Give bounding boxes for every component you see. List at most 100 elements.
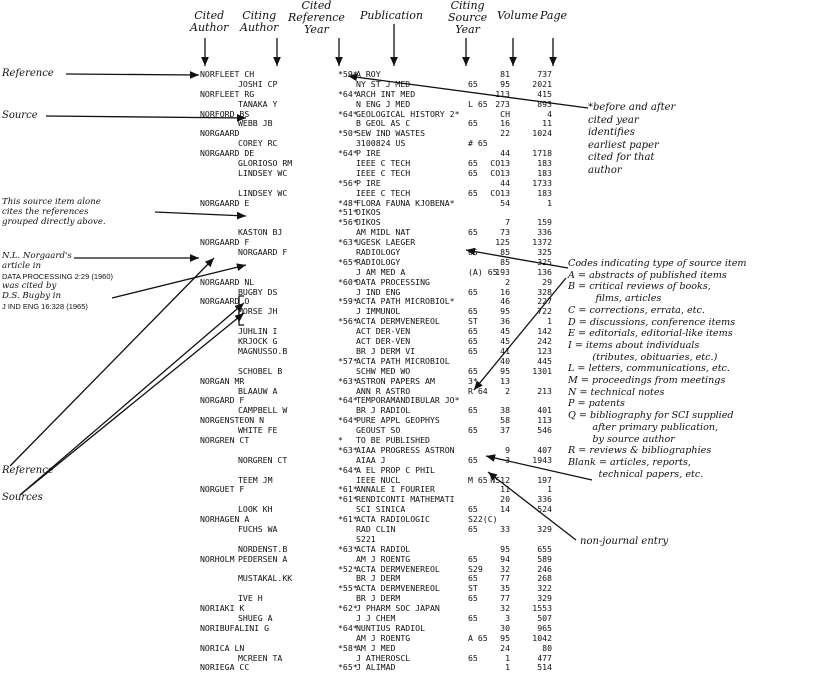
row-publication: SCI SINICA	[356, 504, 406, 515]
row-cited-author: NORHAGEN A	[200, 514, 250, 525]
row-page: 1718	[532, 148, 552, 159]
code-item: B = critical reviews of books,	[568, 281, 711, 293]
row-cited-year: *56*	[338, 177, 358, 188]
listing-row: NORGARD F*64*TEMPORAMANDIBULAR JO*	[200, 395, 560, 406]
row-publication: N ENG J MED	[356, 98, 411, 109]
row-publication: DIKOS	[356, 217, 381, 228]
row-page: 136	[537, 266, 552, 277]
row-page: 1024	[532, 128, 552, 139]
row-source-year: 65	[468, 612, 478, 623]
row-volume: 38	[500, 405, 510, 416]
row-volume: 3	[505, 454, 510, 465]
arrow-source	[45, 114, 247, 122]
row-page: 142	[537, 326, 552, 337]
row-cited-year: *60*	[338, 276, 358, 287]
row-volume: 32	[500, 563, 510, 574]
row-volume: 45	[500, 336, 510, 347]
row-cited-year: *56*	[338, 217, 358, 228]
row-volume: 9	[505, 444, 510, 455]
row-volume: 3	[505, 612, 510, 623]
row-citing-author: WHITE FE	[238, 425, 278, 436]
arrow-bugby-source	[111, 263, 247, 299]
row-publication: ACTA DERMVENEREOL	[356, 563, 440, 574]
row-volume: 77	[500, 573, 510, 584]
header-cited-author: Cited Author	[190, 9, 229, 34]
arrow-source-item	[154, 211, 247, 220]
row-publication: AM MIDL NAT	[356, 227, 411, 238]
row-source-year: 65	[468, 227, 478, 238]
listing-row: *64*A EL PROP C PHIL	[200, 465, 560, 476]
row-publication: B GEOL AS C	[356, 118, 411, 129]
row-page: 328	[537, 286, 552, 297]
row-volume: 125	[495, 237, 510, 248]
row-page: 893	[537, 98, 552, 109]
row-cited-author: NORGAN MR	[200, 375, 245, 386]
arrow-non-journal	[487, 471, 577, 541]
row-citing-author: BLAAUW A	[238, 385, 278, 396]
row-publication: IEEE C TECH	[356, 158, 411, 169]
row-page: 183	[537, 187, 552, 198]
code-item: Q = bibliography for SCI supplied	[568, 410, 734, 422]
row-publication: RADIOLOGY	[356, 256, 401, 267]
row-page: 546	[537, 425, 552, 436]
arrow-reference-top	[65, 71, 200, 79]
row-source-year: S22(C)	[468, 514, 498, 525]
row-volume: 1	[505, 662, 510, 673]
arrow-codes	[465, 247, 569, 269]
row-source-year: 65	[468, 454, 478, 465]
row-publication: NUNTIUS RADIOL	[356, 622, 426, 633]
row-cited-author: NORGAARD NL	[200, 276, 255, 287]
row-source-year: 65	[468, 306, 478, 317]
row-cited-author: NORGUET F	[200, 484, 245, 495]
row-page: 336	[537, 227, 552, 238]
row-volume: 95	[500, 78, 510, 89]
row-source-year: 65	[468, 504, 478, 515]
row-volume: 2	[505, 276, 510, 287]
listing-row: S221	[200, 534, 560, 545]
row-publication: ANNALE I FOURIER	[356, 484, 435, 495]
row-cited-author: NORIEGA CC	[200, 662, 250, 673]
row-publication: DATA PROCESSING	[356, 276, 430, 287]
row-citing-author: TEEM JM	[238, 474, 273, 485]
row-cited-author: NORGAARD E	[200, 197, 250, 208]
row-page: 1	[547, 316, 552, 327]
label-citing-journal: J IND ENG 16:328 (1965)	[2, 302, 88, 311]
arrow-sources-2	[19, 312, 245, 496]
code-item: by source author	[568, 433, 675, 445]
row-publication: TEMPORAMANDIBULAR JO*	[356, 395, 460, 406]
row-publication: UGESK LAEGER	[356, 237, 416, 248]
row-publication: RADIOLOGY	[356, 247, 401, 258]
row-source-year: 65	[468, 573, 478, 584]
row-citing-author: CAMPBELL W	[238, 405, 288, 416]
row-cited-year: *63*	[338, 375, 358, 386]
row-page: 329	[537, 523, 552, 534]
row-volume: 113	[495, 88, 510, 99]
row-publication: P IRE	[356, 177, 381, 188]
row-publication: AM J ROENTG	[356, 553, 411, 564]
row-volume: 14	[500, 504, 510, 515]
row-citing-author: NORGAARD F	[238, 247, 288, 258]
row-page: 268	[537, 573, 552, 584]
row-citing-author: SCHOBEL B	[238, 365, 283, 376]
row-page: 11	[542, 118, 552, 129]
row-volume: 95	[500, 306, 510, 317]
row-citing-author: MUSTAKAL.KK	[238, 573, 293, 584]
row-publication: GEOLOGICAL HISTORY 2*	[356, 108, 460, 119]
row-citing-author: JUHLIN I	[238, 326, 278, 337]
code-item: L = letters, communications, etc.	[568, 363, 730, 375]
row-citing-author: PEDERSEN A	[238, 553, 288, 564]
code-item: (tributes, obituaries, etc.)	[568, 351, 718, 363]
